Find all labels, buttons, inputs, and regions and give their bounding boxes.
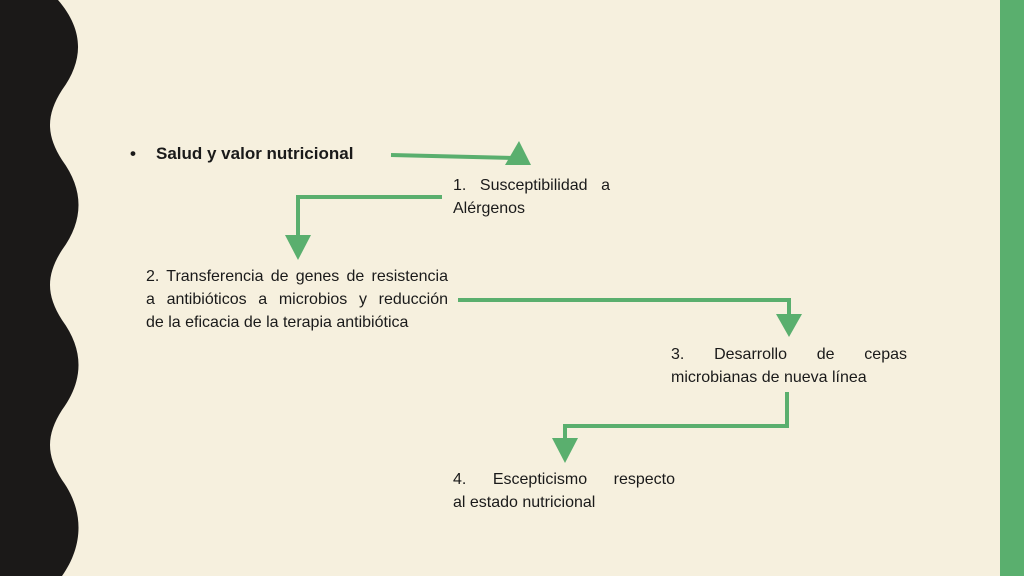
step-3: 3. Desarrollo de cepas microbianas de nu… <box>671 343 907 389</box>
step-1-line-2: Alérgenos <box>453 200 526 217</box>
arrow-3-shaft <box>458 298 791 314</box>
arrow-2-shaft <box>296 195 442 235</box>
bullet-marker: • <box>130 144 136 163</box>
arrow-4-head <box>552 438 578 463</box>
step-3-line-1: 3. Desarrollo de cepas <box>671 346 907 363</box>
step-1-line-1: 1. Susceptibilidad a <box>453 177 610 194</box>
step-2-line-1: 2. Transferencia de genes de resistencia <box>146 268 448 285</box>
bullet-text: Salud y valor nutricional <box>156 144 354 163</box>
arrow-4-shaft <box>563 392 789 438</box>
arrow-1-shaft <box>390 153 516 160</box>
step-3-line-2: microbianas de nueva línea <box>671 369 867 386</box>
wave-shape <box>0 0 79 576</box>
bullet-item: • Salud y valor nutricional <box>130 142 353 165</box>
arrow-2-head <box>285 235 311 260</box>
arrow-1-head <box>505 141 531 165</box>
step-4: 4. Escepticismo respecto al estado nutri… <box>453 468 675 514</box>
step-2-line-3: de la eficacia de la terapia antibiótica <box>146 314 409 331</box>
step-4-line-1: 4. Escepticismo respecto <box>453 471 675 488</box>
left-wave-border <box>0 0 79 576</box>
step-4-line-2: al estado nutricional <box>453 494 596 511</box>
right-accent-bar <box>1000 0 1024 576</box>
arrow-3-head <box>776 314 802 337</box>
step-2-line-2: a antibióticos a microbios y reducción <box>146 291 448 308</box>
step-1: 1. Susceptibilidad a Alérgenos <box>453 174 610 220</box>
step-2: 2. Transferencia de genes de resistencia… <box>146 265 448 334</box>
